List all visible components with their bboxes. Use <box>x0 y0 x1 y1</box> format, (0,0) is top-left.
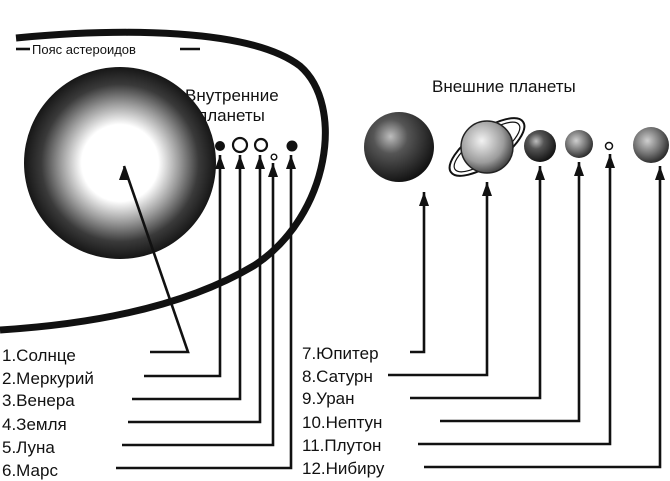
right-label-neptune: 10.Нептун <box>302 413 382 432</box>
right-label-saturn: 8.Сатурн <box>302 367 373 386</box>
leader-line-uranus <box>410 166 545 400</box>
inner-planets-header-line2: планеты <box>198 106 265 125</box>
leader-line-pluto <box>418 154 615 446</box>
pluto-icon <box>604 141 614 151</box>
uranus-icon <box>524 130 556 162</box>
jupiter-icon <box>364 112 434 182</box>
leader-line-mars <box>116 155 296 470</box>
left-label-venus: 3.Венера <box>2 391 75 410</box>
right-label-jupiter: 7.Юпитер <box>302 344 379 363</box>
left-label-moon: 5.Луна <box>2 438 55 457</box>
moon-icon <box>270 153 278 161</box>
inner-planets-header-line1: Внутренние <box>185 86 279 105</box>
left-label-mercury: 2.Меркурий <box>2 369 94 388</box>
leader-line-nibiru <box>424 166 665 469</box>
left-label-mars: 6.Марс <box>2 461 58 480</box>
mars-icon <box>286 140 298 152</box>
mercury-icon <box>215 141 225 151</box>
right-label-pluto: 11.Плутон <box>302 436 381 455</box>
neptune-icon <box>565 130 593 158</box>
leader-line-venus <box>132 155 245 401</box>
earth-icon <box>253 137 269 153</box>
leader-line-sun <box>119 165 190 354</box>
right-label-uranus: 9.Уран <box>302 389 355 408</box>
left-label-sun: 1.Солнце <box>2 346 76 365</box>
sun-icon <box>24 67 216 259</box>
asteroid-belt-label: Пояс астероидов <box>32 42 136 57</box>
left-label-earth: 4.Земля <box>2 415 67 434</box>
saturn-icon <box>448 117 526 177</box>
leader-line-earth <box>128 155 265 424</box>
venus-icon <box>231 136 249 154</box>
right-label-nibiru: 12.Нибиру <box>302 459 385 478</box>
leader-line-moon <box>122 163 278 447</box>
leader-line-mercury <box>144 155 225 378</box>
nibiru-icon <box>633 127 669 163</box>
asteroid-belt-orbit <box>0 28 329 334</box>
leader-line-saturn <box>388 182 492 377</box>
leader-line-jupiter <box>410 192 429 354</box>
leader-line-neptune <box>440 162 584 423</box>
outer-planets-header: Внешние планеты <box>432 77 576 96</box>
